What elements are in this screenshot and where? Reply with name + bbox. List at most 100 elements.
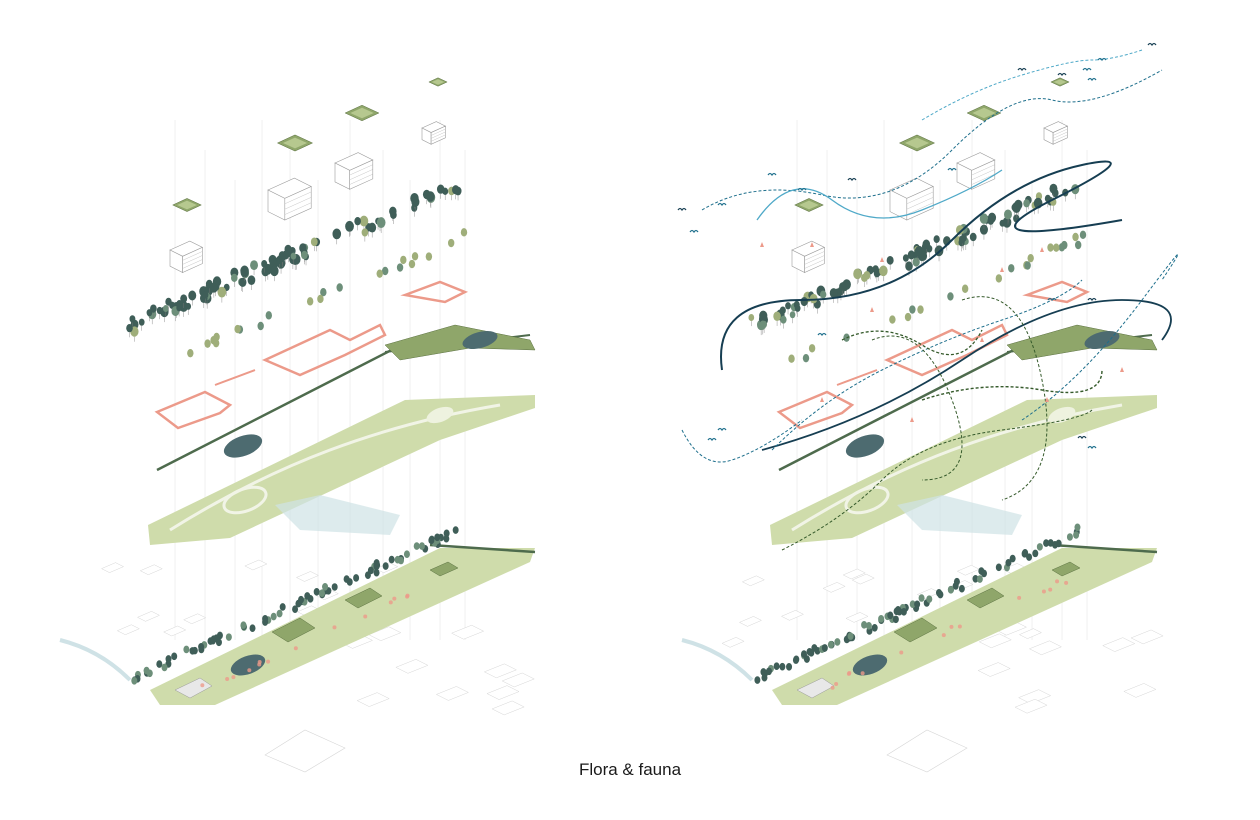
tree (800, 297, 808, 307)
tree (1021, 550, 1028, 558)
tree (1043, 539, 1050, 547)
hedge-line (156, 336, 416, 472)
hedge-layer (156, 324, 536, 472)
tree (1072, 232, 1079, 242)
ghost-building (851, 573, 875, 585)
tree (353, 574, 360, 582)
tree (958, 584, 965, 593)
tree (304, 592, 311, 600)
tree (887, 611, 894, 620)
tree (373, 568, 380, 577)
tree (452, 185, 460, 195)
bird-icon (1097, 57, 1107, 62)
tree (185, 302, 192, 310)
tree (999, 219, 1006, 227)
tree (871, 623, 878, 632)
tree (279, 254, 286, 263)
tree (240, 621, 247, 629)
tree (138, 318, 145, 326)
building (956, 152, 996, 190)
tree (443, 529, 450, 538)
bird-icon (717, 202, 727, 207)
tree-layer (748, 183, 1087, 363)
pond (462, 330, 498, 350)
tree (176, 304, 182, 312)
tree (292, 605, 299, 614)
building (889, 177, 934, 221)
tree (1032, 549, 1039, 558)
tree (914, 247, 922, 257)
ghost-building (886, 729, 968, 773)
roof-garden (276, 134, 314, 152)
tree (759, 320, 767, 330)
tree (995, 563, 1002, 572)
tree (202, 291, 209, 299)
tree (376, 217, 386, 229)
tree (209, 636, 216, 645)
paving-dot (293, 646, 298, 651)
tree (188, 290, 197, 301)
lawn (426, 406, 454, 424)
tree (987, 216, 995, 225)
building-roof (271, 617, 316, 643)
tree (354, 217, 361, 226)
ghost-building (1018, 689, 1052, 704)
tree (1061, 240, 1068, 250)
tree (947, 586, 954, 594)
tree (788, 354, 795, 363)
ghost-building (244, 559, 268, 571)
paving-dot (1048, 587, 1053, 592)
paving-layer (154, 280, 469, 430)
roof-garden (172, 198, 202, 212)
flower-icon (810, 242, 814, 247)
tree (853, 268, 862, 280)
tree (765, 667, 772, 676)
paving-dot (257, 660, 262, 665)
bird-icon (847, 177, 857, 182)
paving-outline (836, 369, 878, 386)
tree (806, 647, 813, 656)
ghost-building (451, 624, 485, 640)
tree (834, 638, 841, 646)
tree (803, 655, 810, 663)
tree (873, 269, 880, 278)
ghost-building (486, 685, 520, 700)
tree (187, 348, 194, 358)
tree (411, 252, 419, 261)
ghost-building (738, 616, 763, 627)
building (267, 177, 312, 221)
roof-garden-layer (172, 77, 448, 212)
bird-flight-route (771, 279, 1083, 451)
tree (902, 254, 909, 262)
paving-dot (405, 594, 410, 599)
pond (1084, 330, 1120, 350)
roof-garden (428, 77, 448, 87)
tree (1079, 230, 1087, 240)
tree (1074, 523, 1081, 532)
tree (234, 324, 241, 334)
bird-icon (817, 332, 827, 337)
ghost-building (491, 700, 525, 716)
tree (889, 315, 896, 324)
tree (839, 282, 846, 291)
ghost-building (264, 729, 346, 773)
pond (852, 654, 888, 676)
park-layer (148, 395, 535, 545)
ghost-building (116, 624, 140, 636)
paving-dot (846, 671, 851, 676)
tree (821, 644, 828, 652)
canal (681, 638, 754, 682)
paving-dot (225, 676, 230, 681)
tree (388, 555, 395, 564)
paving-outline (776, 390, 855, 430)
bird-icon (1077, 435, 1087, 440)
paving-outline (154, 390, 233, 430)
tree (320, 287, 327, 297)
tree (336, 283, 343, 292)
paving-dot (1041, 589, 1046, 594)
building-roof (796, 677, 835, 699)
tree (298, 595, 305, 604)
panel-fauna (677, 42, 1179, 773)
tree (981, 569, 988, 578)
tree (979, 213, 989, 224)
